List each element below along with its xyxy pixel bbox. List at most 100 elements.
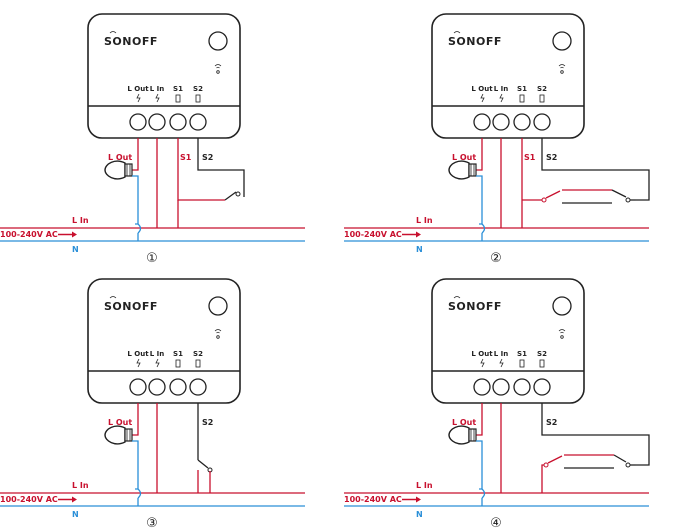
- diagram-number: ④: [490, 516, 502, 531]
- wire-hop: [137, 223, 142, 234]
- switch-input-icon: [195, 94, 201, 103]
- terminal-label-s1: S1: [173, 350, 183, 358]
- switch-icon: [197, 459, 213, 473]
- bolt-icon: [480, 358, 485, 368]
- terminal-label-s2: S2: [193, 85, 203, 93]
- brand-logo: SONOFF: [104, 300, 158, 313]
- line-in-label: L In: [72, 481, 89, 490]
- screw-terminal: [473, 113, 491, 131]
- supply-arrow-head: [72, 231, 77, 238]
- wifi-icon: [214, 64, 222, 74]
- brand-logo: SONOFF: [104, 35, 158, 48]
- pair-button: [208, 296, 228, 316]
- l-out-label: L Out: [108, 153, 132, 162]
- screw-terminal: [492, 113, 510, 131]
- switch-contact: [625, 197, 631, 203]
- neutral-label: N: [72, 245, 79, 254]
- s2-wire: [541, 138, 650, 201]
- switch-a-lever: [547, 455, 563, 464]
- voltage-label: 100-240V AC: [0, 230, 58, 239]
- screw-terminal: [492, 378, 510, 396]
- terminal-label-l-in: L In: [150, 85, 165, 93]
- pair-button: [552, 31, 572, 51]
- terminal-label-s1: S1: [517, 350, 527, 358]
- terminal-label-s1: S1: [173, 85, 183, 93]
- s2-label: S2: [202, 153, 213, 162]
- terminal-label-l-out: L Out: [471, 350, 493, 358]
- screw-terminal: [533, 113, 551, 131]
- terminal-label-l-in: L In: [494, 85, 509, 93]
- wifi-icon: [558, 64, 566, 74]
- neutral-label: N: [72, 510, 79, 519]
- s1-wire: [177, 138, 225, 201]
- switch-input-icon: [175, 94, 181, 103]
- pair-button: [208, 31, 228, 51]
- bolt-icon: [155, 93, 160, 103]
- bulb-neutral-wire: [132, 175, 139, 225]
- switch-input-icon: [519, 94, 525, 103]
- switch-input-icon: [175, 359, 181, 368]
- switch-input-icon: [519, 359, 525, 368]
- diagram-number: ①: [146, 251, 158, 266]
- bolt-icon: [155, 358, 160, 368]
- screw-terminal: [513, 113, 531, 131]
- terminal-label-l-out: L Out: [127, 85, 149, 93]
- bolt-icon: [499, 93, 504, 103]
- voltage-label: 100-240V AC: [344, 230, 402, 239]
- screw-terminal: [473, 378, 491, 396]
- wifi-icon: [558, 329, 566, 339]
- s2-label: S2: [202, 418, 213, 427]
- bolt-icon: [136, 93, 141, 103]
- bulb-neutral-wire: [476, 175, 483, 225]
- wire-hop: [481, 223, 486, 234]
- line-in-label: L In: [416, 481, 433, 490]
- terminal-label-l-out: L Out: [127, 350, 149, 358]
- terminal-label-s2: S2: [193, 350, 203, 358]
- l-out-label: L Out: [452, 418, 476, 427]
- line-in-label: L In: [72, 216, 89, 225]
- bulb-icon: [104, 160, 133, 180]
- wifi-mark-icon: [453, 296, 461, 299]
- bulb-neutral-wire: [476, 440, 483, 490]
- switch-a-lever: [545, 190, 561, 199]
- supply-arrow-head: [416, 231, 421, 238]
- wifi-icon: [214, 329, 222, 339]
- screw-terminal: [148, 113, 166, 131]
- brand-logo: SONOFF: [448, 300, 502, 313]
- l-out-label: L Out: [108, 418, 132, 427]
- terminal-label-l-in: L In: [150, 350, 165, 358]
- switch-icon: [224, 191, 241, 201]
- screw-terminal: [189, 378, 207, 396]
- bulb-neutral-wire: [132, 440, 139, 490]
- s2-wire: [197, 138, 245, 197]
- voltage-label: 100-240V AC: [344, 495, 402, 504]
- diagram-number: ③: [146, 516, 158, 531]
- wifi-mark-icon: [109, 296, 117, 299]
- screw-terminal: [513, 378, 531, 396]
- l-out-label: L Out: [452, 153, 476, 162]
- terminal-label-s2: S2: [537, 85, 547, 93]
- brand-logo: SONOFF: [448, 35, 502, 48]
- switch-input-icon: [539, 94, 545, 103]
- screw-terminal: [148, 378, 166, 396]
- line-in-label: L In: [416, 216, 433, 225]
- voltage-label: 100-240V AC: [0, 495, 58, 504]
- s2-label: S2: [546, 418, 557, 427]
- s1-label: S1: [180, 153, 192, 162]
- switch-input-icon: [195, 359, 201, 368]
- bolt-icon: [136, 358, 141, 368]
- wifi-mark-icon: [453, 31, 461, 34]
- bolt-icon: [499, 358, 504, 368]
- switch-contact: [541, 197, 547, 203]
- diagram-number: ②: [490, 251, 502, 266]
- wifi-mark-icon: [109, 31, 117, 34]
